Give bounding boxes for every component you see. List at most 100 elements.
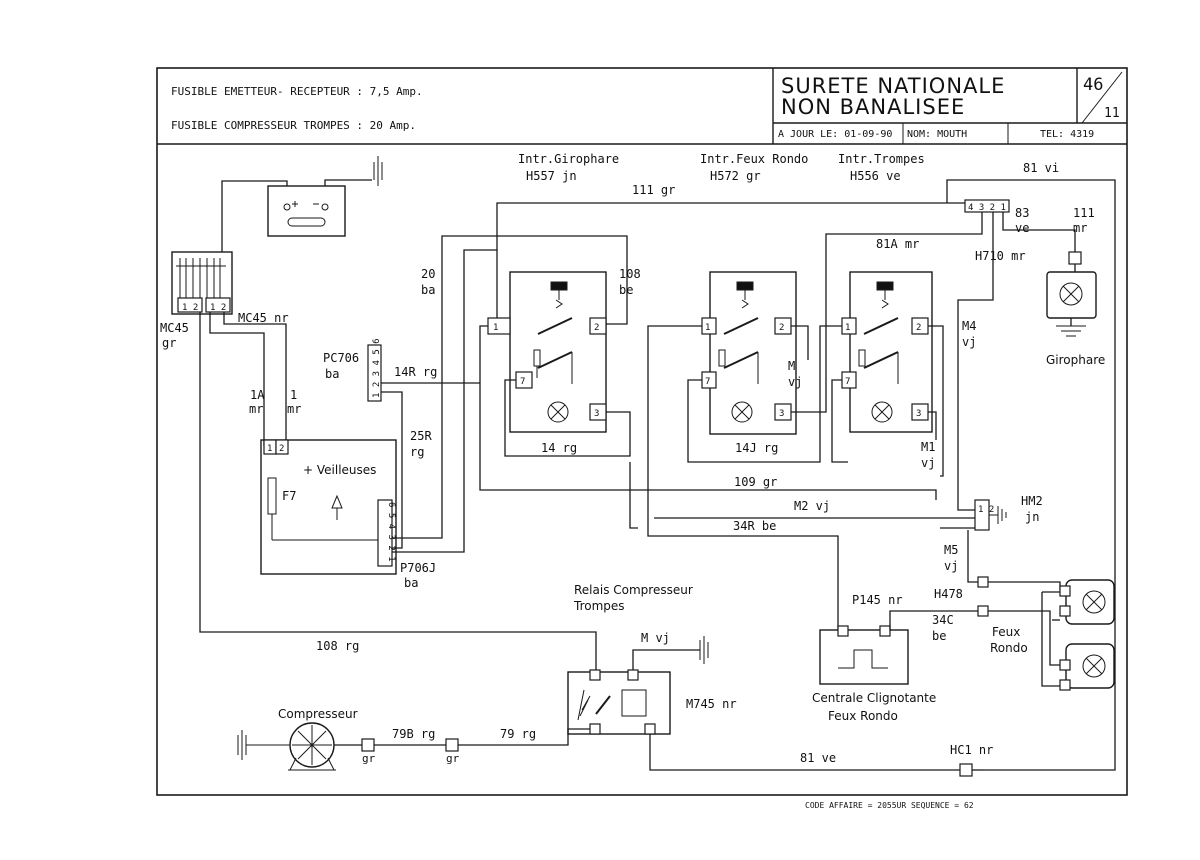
fuse-box-mc45 [171, 251, 233, 315]
wire-m5: M5 [944, 543, 958, 557]
connector-79b [361, 738, 375, 752]
label-veilleuses: + Veilleuses [303, 463, 376, 477]
relay-ref: M745 nr [686, 697, 737, 711]
compressor-ground-icon [237, 730, 290, 760]
switch1-name: Intr.Girophare [518, 152, 619, 166]
pin-veil-1: 1 [267, 444, 272, 454]
label-feux-rondo-2: Rondo [990, 641, 1028, 655]
phone-number: TEL: 4319 [1040, 129, 1094, 140]
title-line-2: NON BANALISEE [781, 95, 965, 119]
sw3-pin3: 3 [916, 409, 921, 419]
p706j-pins: 6 5 4 3 2 1 [386, 502, 396, 562]
sw2-pin3: 3 [779, 409, 784, 419]
sw1-pin3: 3 [594, 409, 599, 419]
label-p145: P145 nr [852, 593, 903, 607]
wire-34c: 34C [932, 613, 954, 627]
wire-25r-color: rg [410, 445, 424, 459]
label-hc1: HC1 nr [950, 743, 993, 757]
wire-m5-color: vj [944, 559, 958, 573]
label-pc706: PC706 [323, 351, 359, 365]
centrale-label-1: Centrale Clignotante [812, 691, 936, 705]
relay-title-2: Trompes [573, 599, 625, 613]
switch-trompes [841, 271, 933, 433]
label-compresseur: Compresseur [278, 707, 358, 721]
label-pc706-color: ba [325, 367, 339, 381]
wire-14r: 14R rg [394, 365, 437, 379]
wire-14: 14 rg [541, 441, 577, 455]
switch-girophare [487, 271, 607, 433]
relay-title-1: Relais Compresseur [574, 583, 693, 597]
mc45-pins-left: 1 2 [182, 303, 198, 313]
sw2-pin2: 2 [779, 323, 784, 333]
wire-14j: 14J rg [735, 441, 778, 455]
wire-111: 111 [1073, 206, 1095, 220]
sw1-pin7: 7 [520, 377, 525, 387]
wire-111gr: 111 gr [632, 183, 675, 197]
centrale-clignotante [819, 625, 909, 685]
fuse-compressor-note: FUSIBLE COMPRESSEUR TROMPES : 20 Amp. [171, 119, 416, 132]
wire-34c-color: be [932, 629, 946, 643]
wire-mvj: M vj [641, 631, 670, 645]
author-name: NOM: MOUTH [907, 129, 967, 140]
label-girophare: Girophare [1046, 353, 1105, 367]
wire-1-color: mr [287, 402, 301, 416]
sw2-pin7: 7 [705, 377, 710, 387]
update-date: A JOUR LE: 01-09-90 [778, 129, 892, 140]
label-feux-rondo-1: Feux [992, 625, 1020, 639]
label-h710: H710 mr [975, 249, 1026, 263]
switch2-name: Intr.Feux Rondo [700, 152, 808, 166]
page-subnumber: 11 [1104, 106, 1120, 121]
label-hm2-color: jn [1025, 510, 1039, 524]
wire-83-color: ve [1015, 221, 1029, 235]
wire-m1: M1 [921, 440, 935, 454]
wire-gr-2: gr [446, 752, 460, 765]
wire-108rg: 108 rg [316, 639, 359, 653]
girophare-pin [1068, 251, 1082, 265]
page-number: 46 [1083, 75, 1103, 95]
wire-m4: M4 [962, 319, 976, 333]
relay-ground-icon [699, 636, 709, 664]
switch-feux-rondo [701, 271, 797, 435]
wire-81vi: 81 vi [1023, 161, 1059, 175]
label-h478: H478 [934, 587, 963, 601]
sheet-frame [156, 67, 1128, 796]
label-mc45nr: MC45 nr [238, 311, 289, 325]
wire-m-color: vj [788, 375, 802, 389]
wire-34r: 34R be [733, 519, 776, 533]
label-p706j: P706J [400, 561, 436, 575]
wire-m1-color: vj [921, 456, 935, 470]
connector-feux-2 [977, 605, 989, 617]
pc706-pins: 1 2 3 4 5 6 [372, 338, 382, 398]
sw3-pin2: 2 [916, 323, 921, 333]
switch3-name: Intr.Trompes [838, 152, 925, 166]
wire-m2: M2 vj [794, 499, 830, 513]
wire-m4-color: vj [962, 335, 976, 349]
wire-111-color: mr [1073, 221, 1087, 235]
wire-1: 1 [290, 388, 297, 402]
wire-20-color: ba [421, 283, 435, 297]
switch1-ref: H557 jn [526, 169, 577, 183]
wire-79b: 79B rg [392, 727, 435, 741]
wire-81ve: 81 ve [800, 751, 836, 765]
label-mc45-color: gr [162, 336, 176, 350]
relais-compresseur [567, 669, 671, 735]
label-f7: F7 [282, 489, 296, 503]
centrale-label-2: Feux Rondo [828, 709, 898, 723]
wire-1a-color: mr [249, 402, 263, 416]
sw3-pin7: 7 [845, 377, 850, 387]
sw3-pin1: 1 [845, 323, 850, 333]
switch2-ref: H572 gr [710, 169, 761, 183]
sw1-pin2: 2 [594, 323, 599, 333]
label-hm2: HM2 [1021, 494, 1043, 508]
battery-symbol [267, 185, 346, 237]
sw2-pin1: 1 [705, 323, 710, 333]
connector-79 [445, 738, 459, 752]
wire-m: M [788, 359, 795, 373]
wire-83: 83 [1015, 206, 1029, 220]
wire-81a: 81A mr [876, 237, 919, 251]
connector-pc706 [367, 344, 382, 402]
label-p706j-color: ba [404, 576, 418, 590]
hm2-pins: 1 2 [978, 505, 994, 515]
connector-feux-1 [977, 576, 989, 588]
